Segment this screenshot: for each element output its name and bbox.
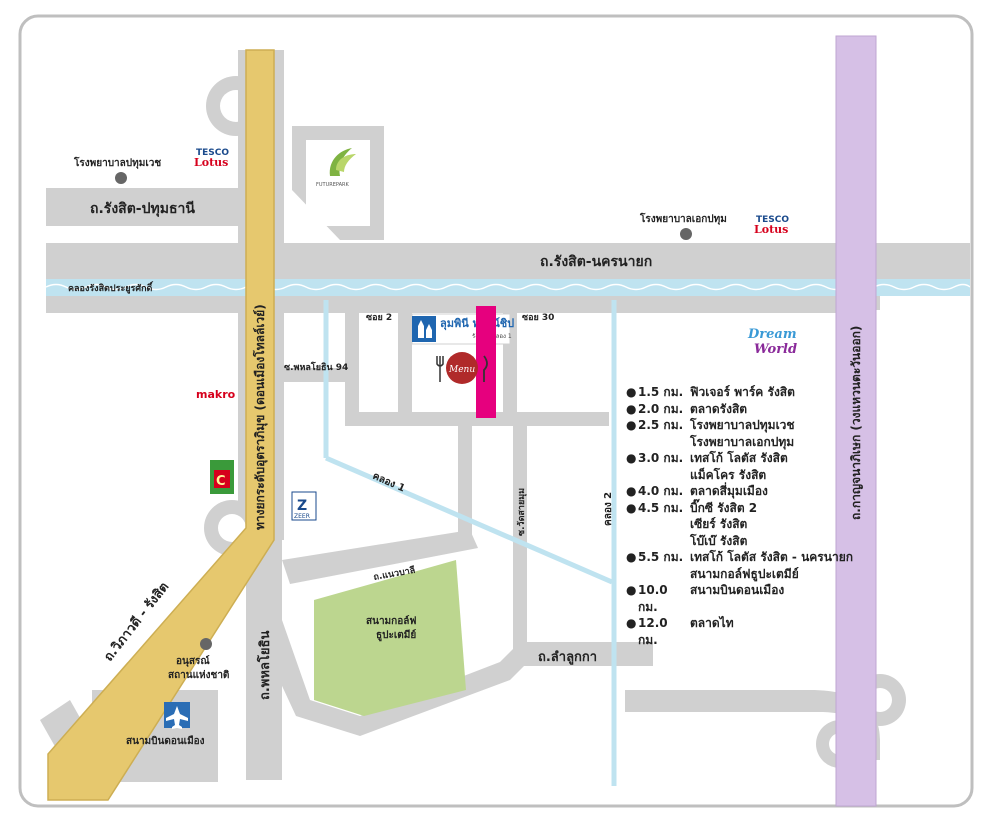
distance-places: โรงพยาบาลปทุมเวชโรงพยาบาลเอกปทุม [690,417,906,450]
label-phahonyothin: ถ.พหลโยธิน [256,631,273,700]
place-name: แม็คโคร รังสิต [690,467,767,482]
svg-text:FUTUREPARK: FUTUREPARK [316,182,349,188]
label-monument-1: อนุสรณ์ [176,655,210,667]
svg-text:Lotus: Lotus [754,223,788,236]
poi-dot-ekpathum [680,228,692,240]
bullet-icon: ● [626,500,637,515]
label-khlong2: คลอง 2 [603,492,614,526]
distance-km: 2.0 กม. [638,401,684,416]
label-canal-rangsit: คลองรังสิตประยูรศักดิ์ [68,281,154,294]
menu-restaurant-icon: Menu [436,352,488,384]
distance-km: 5.5 กม. [638,550,684,564]
distance-km: 10.0 กม. [638,583,668,614]
label-donmuang-tollway: ทางยกระดับอุตราภิมุข (ดอนเมืองโทลล์เวย์) [252,304,268,530]
svg-text:Z: Z [297,498,307,514]
distance-km: 4.0 กม. [638,484,684,498]
svg-text:C: C [216,474,226,489]
label-golf-1: สนามกอล์ฟ [366,615,416,627]
place-name: ตลาดสี่มุมเมือง [690,484,768,498]
bullet-icon: ● [626,616,637,630]
distance-km: 1.5 กม. [638,385,684,399]
label-hospital-ekpathum: โรงพยาบาลเอกปทุม [639,212,727,225]
distance-item: ●2.0 กม. ตลาดรังสิต [626,401,906,418]
distance-places: เทสโก้ โลตัส รังสิตแม็คโคร รังสิต [690,450,906,483]
label-monument-2: สถานแห่งชาติ [168,669,229,681]
svg-text:Dream: Dream [747,327,797,342]
distance-item: ●4.0 กม. ตลาดสี่มุมเมือง [626,483,906,500]
kanchanaphisek-highway [835,35,877,807]
label-rangsit-pathumthani: ถ.รังสิต-ปทุมธานี [90,201,195,217]
svg-text:TESCO: TESCO [756,215,789,225]
label-lamlukka: ถ.ลำลูกกา [538,649,597,665]
distance-item: ●10.0 กม. สนามบินดอนเมือง [626,582,906,615]
tesco-lotus-logo-2: TESCO Lotus [754,215,789,236]
label-soi30: ซอย 30 [522,313,554,323]
label-soi2: ซอย 2 [366,313,392,323]
bullet-icon: ● [626,385,637,399]
label-phahon94: ซ.พหลโยธิน 94 [284,361,348,373]
svg-text:TESCO: TESCO [196,148,229,158]
bullet-icon: ● [626,451,637,465]
svg-text:Menu: Menu [448,365,475,375]
tesco-lotus-logo-1: TESCO Lotus [194,148,229,169]
bullet-icon: ● [626,401,637,416]
distance-item: ●1.5 กม. ฟิวเจอร์ พาร์ค รังสิต [626,384,906,401]
distance-item: ●4.5 กม. บิ๊กซี รังสิต 2 เซียร์ รังสิตโบ๊เ… [626,500,906,550]
distance-item: ●2.5 กม. โรงพยาบาลปทุมเวชโรงพยาบาลเอกปทุม [626,417,906,450]
place-name: เทสโก้ โลตัส รังสิต - นครนายก [690,550,853,564]
makro-logo: makro [196,388,236,401]
distance-item: ●3.0 กม. เทสโก้ โลตัส รังสิตแม็คโคร รังสิ… [626,450,906,483]
zeer-logo: Z ZEER [291,491,317,521]
dreamworld-logo: Dream World [747,327,797,357]
place-name: สนามกอล์ฟธูปะเตมีย์ [690,566,799,581]
distance-list: ●1.5 กม.ฟิวเจอร์ พาร์ค รังสิต●2.0 กม.ตลา… [626,384,906,648]
bigc-logo: C [210,460,234,494]
distance-km: 4.5 กม. [638,500,684,515]
label-rangsit-nakhonnayok: ถ.รังสิต-นครนายก [540,254,652,270]
khlong-1-diagonal [325,455,613,585]
distance-places: ฟิวเจอร์ พาร์ค รังสิต [690,384,906,401]
distance-item: ●5.5 กม. เทสโก้ โลตัส รังสิต - นครนายกสนา… [626,549,906,582]
place-name: ตลาดรังสิต [690,401,748,416]
label-soi-wat: ซ.วัดสายมุม [516,488,527,536]
distance-places: ตลาดไท [690,615,906,632]
distance-places: สนามบินดอนเมือง [690,582,906,599]
distance-km: 2.5 กม. [638,418,684,432]
futurepark-logo: FUTUREPARK [316,148,356,188]
place-name: ตลาดไท [690,616,734,630]
svg-text:ZEER: ZEER [294,513,310,520]
label-golf-2: ธูปะเตมีย์ [376,629,416,642]
golf-course [314,560,466,716]
distance-places: ตลาดสี่มุมเมือง [690,483,906,500]
distance-places: เทสโก้ โลตัส รังสิต - นครนายกสนามกอล์ฟธู… [690,549,906,582]
distance-km: 3.0 กม. [638,451,684,465]
bullet-icon: ● [626,484,637,498]
donmuang-tollway [47,49,275,801]
distance-km: 12.0 กม. [638,616,668,647]
place-name: สนามบินดอนเมือง [690,583,785,597]
place-name: โรงพยาบาลเอกปทุม [690,434,795,449]
poi-dot-monument [200,638,212,650]
place-name: ฟิวเจอร์ พาร์ค รังสิต [690,385,795,399]
lumpini-township-sign: ลุมพินี ทาวน์ชิป รังสิต - คลอง 1 [411,313,514,345]
distance-item: ●12.0 กม. ตลาดไท [626,615,906,648]
svg-text:Lotus: Lotus [194,156,228,169]
label-hospital-pathumvech: โรงพยาบาลปทุมเวช [73,156,161,169]
bullet-icon: ● [626,418,637,432]
svg-text:World: World [754,342,797,357]
place-name: เทสโก้ โลตัส รังสิต [690,451,788,465]
canal-rangsit [45,279,971,296]
bullet-icon: ● [626,583,637,597]
place-name: เซียร์ รังสิต [690,517,748,531]
label-kanchanaphisek: ถ.กาญจนาภิเษก (วงแหวนตะวันออก) [849,326,863,520]
distance-places: ตลาดรังสิต [690,401,906,418]
place-name: โบ๊เบ๊ รังสิต [690,533,748,548]
bullet-icon: ● [626,550,637,564]
distance-places: บิ๊กซี รังสิต 2 เซียร์ รังสิตโบ๊เบ๊ รังสิ… [690,500,906,550]
place-name: โรงพยาบาลปทุมเวช [690,418,795,432]
place-name: บิ๊กซี รังสิต 2 [690,500,758,515]
label-airport: สนามบินดอนเมือง [126,735,205,747]
poi-dot-pathumvech [115,172,127,184]
